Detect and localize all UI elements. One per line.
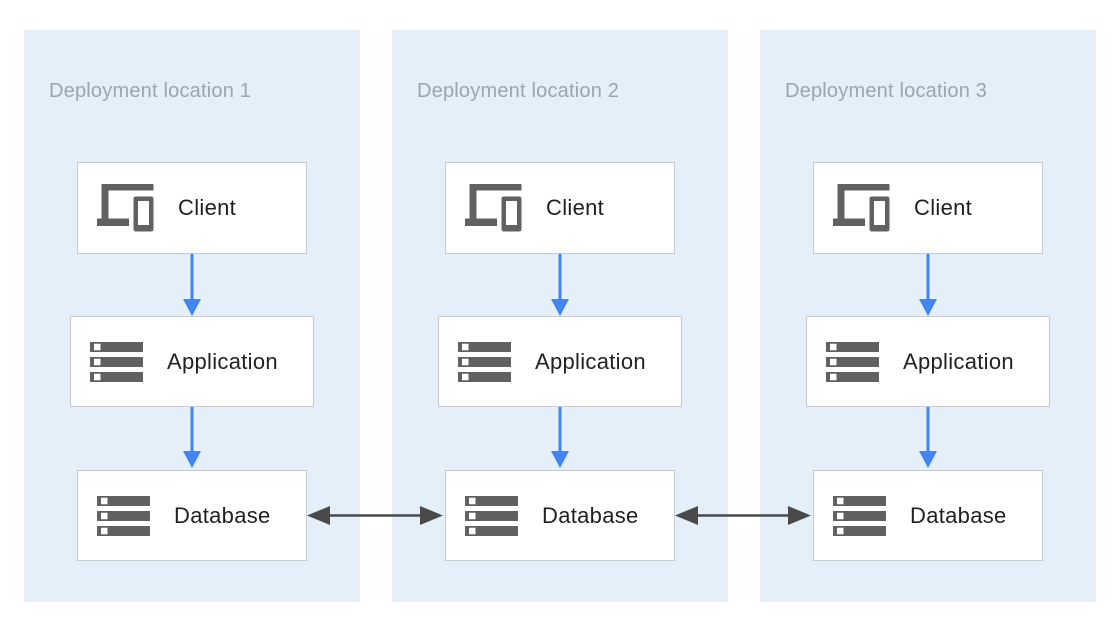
server-stack-icon [465, 495, 518, 536]
devices-icon [833, 184, 890, 232]
node-label: Client [178, 195, 237, 220]
server-stack-icon [826, 341, 879, 382]
node-label: Database [174, 502, 271, 528]
panel-title: Deployment location 2 [417, 80, 620, 102]
server-stack-icon [97, 495, 150, 536]
panel-title: Deployment location 3 [785, 80, 988, 102]
node-client-2: Client [445, 162, 675, 254]
node-label: Database [910, 502, 1007, 528]
node-label: Client [546, 195, 605, 220]
deployment-panel-2: Deployment location 2 Client App [392, 30, 728, 602]
server-stack-icon [833, 495, 886, 536]
node-client-1: Client [77, 162, 307, 254]
node-application-2: Application [438, 316, 682, 407]
node-database-1: Database [77, 470, 307, 561]
node-label: Application [167, 348, 278, 374]
node-label: Database [542, 502, 639, 528]
devices-icon [465, 184, 522, 232]
node-client-3: Client [813, 162, 1043, 254]
deployment-panel-1: Deployment location 1 Client App [24, 30, 360, 602]
node-label: Application [535, 348, 646, 374]
deployment-panel-3: Deployment location 3 Client App [760, 30, 1096, 602]
node-label: Client [914, 195, 973, 220]
node-application-1: Application [70, 316, 314, 407]
server-stack-icon [90, 341, 143, 382]
node-database-2: Database [445, 470, 675, 561]
node-label: Application [903, 348, 1014, 374]
server-stack-icon [458, 341, 511, 382]
node-database-3: Database [813, 470, 1043, 561]
devices-icon [97, 184, 154, 232]
node-application-3: Application [806, 316, 1050, 407]
panel-title: Deployment location 1 [49, 80, 252, 102]
